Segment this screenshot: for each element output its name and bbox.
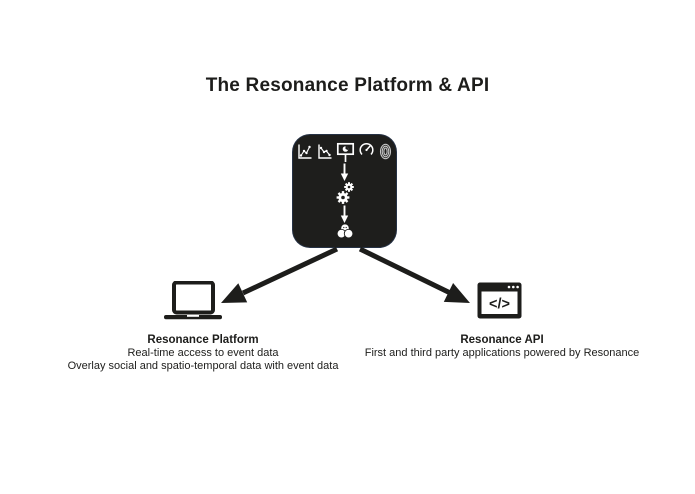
flow-arrow-down-icon bbox=[340, 163, 349, 181]
platform-title: Resonance Platform bbox=[147, 334, 259, 346]
fingerprint-icon bbox=[379, 143, 392, 160]
input-icons-row bbox=[296, 142, 393, 163]
arrow-to-api bbox=[358, 246, 470, 303]
flow-arrow-down-icon bbox=[340, 205, 349, 223]
blended-data-icon bbox=[336, 223, 353, 239]
api-title: Resonance API bbox=[460, 334, 544, 346]
api-label-block: Resonance API First and third party appl… bbox=[347, 334, 657, 360]
api-description-line-1: First and third party applications power… bbox=[364, 347, 640, 359]
diagram-title: The Resonance Platform & API bbox=[205, 75, 490, 96]
gauge-icon bbox=[359, 143, 374, 155]
code-glyph: </> bbox=[489, 297, 510, 313]
platform-description-line-1: Real-time access to event data bbox=[127, 347, 279, 359]
line-chart-up-icon bbox=[298, 144, 312, 159]
line-chart-down-icon bbox=[318, 144, 332, 159]
platform-description-line-2: Overlay social and spatio-temporal data … bbox=[67, 359, 339, 372]
core-pipeline-box bbox=[292, 134, 397, 248]
gears-icon bbox=[336, 182, 354, 204]
code-window-icon: </> bbox=[477, 282, 522, 319]
laptop-icon bbox=[164, 281, 222, 320]
presentation-screen-icon bbox=[336, 142, 355, 162]
platform-label-block: Resonance Platform Real-time access to e… bbox=[48, 334, 358, 372]
pipeline-flow bbox=[335, 163, 355, 240]
arrow-to-platform bbox=[221, 246, 339, 303]
